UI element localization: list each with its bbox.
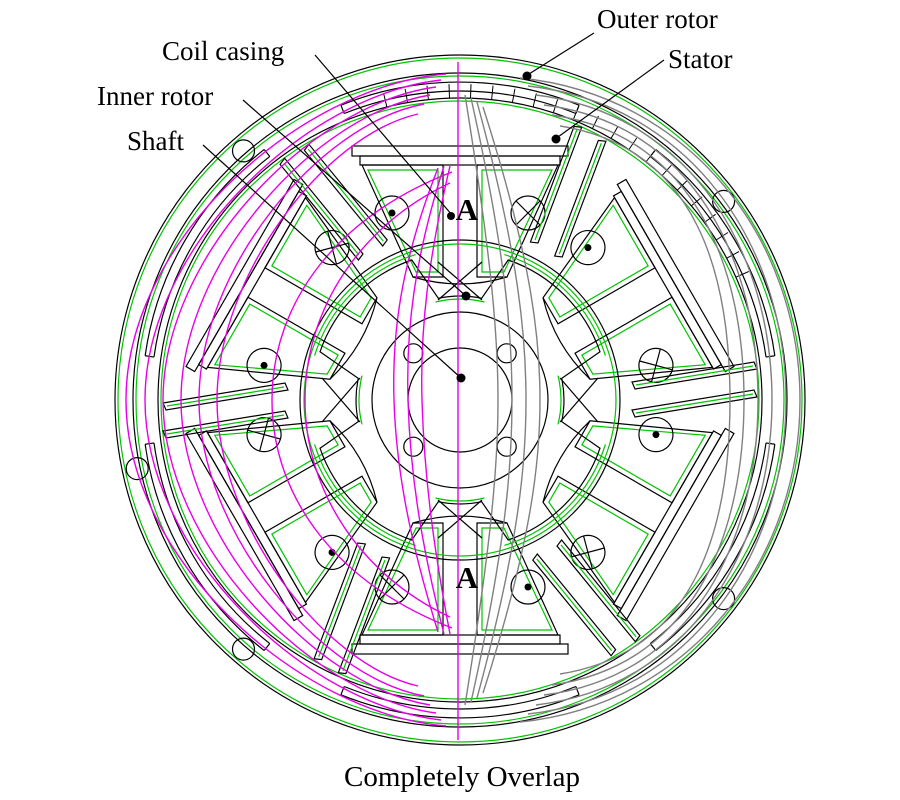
label-stator: Stator [668,44,733,74]
stator-bore [299,239,621,561]
coil-casing-leader-dot [447,212,455,220]
label-coil-casing: Coil casing [162,36,284,66]
inner-rotor-leader-dot [461,291,471,301]
rim-bolt-holes [125,139,736,661]
label-inner-rotor: Inner rotor [97,81,213,111]
section-marker-a-top: A [456,192,479,227]
label-shaft: Shaft [127,126,184,156]
stator-ring [157,97,763,703]
flux-lines-left-magenta [125,62,459,740]
inner-rotor [313,253,607,547]
outer-rotor-leader-dot [522,71,532,81]
outer-rotor-rings [114,54,806,746]
flux-lines-right-gray [464,77,801,723]
figure-caption: Completely Overlap [344,761,580,793]
label-outer-rotor: Outer rotor [597,4,718,34]
section-marker-a-bottom: A [456,560,479,595]
shaft-leader-dot [456,373,466,383]
stator-leader-dot [551,134,561,144]
leader-lines [202,32,665,383]
